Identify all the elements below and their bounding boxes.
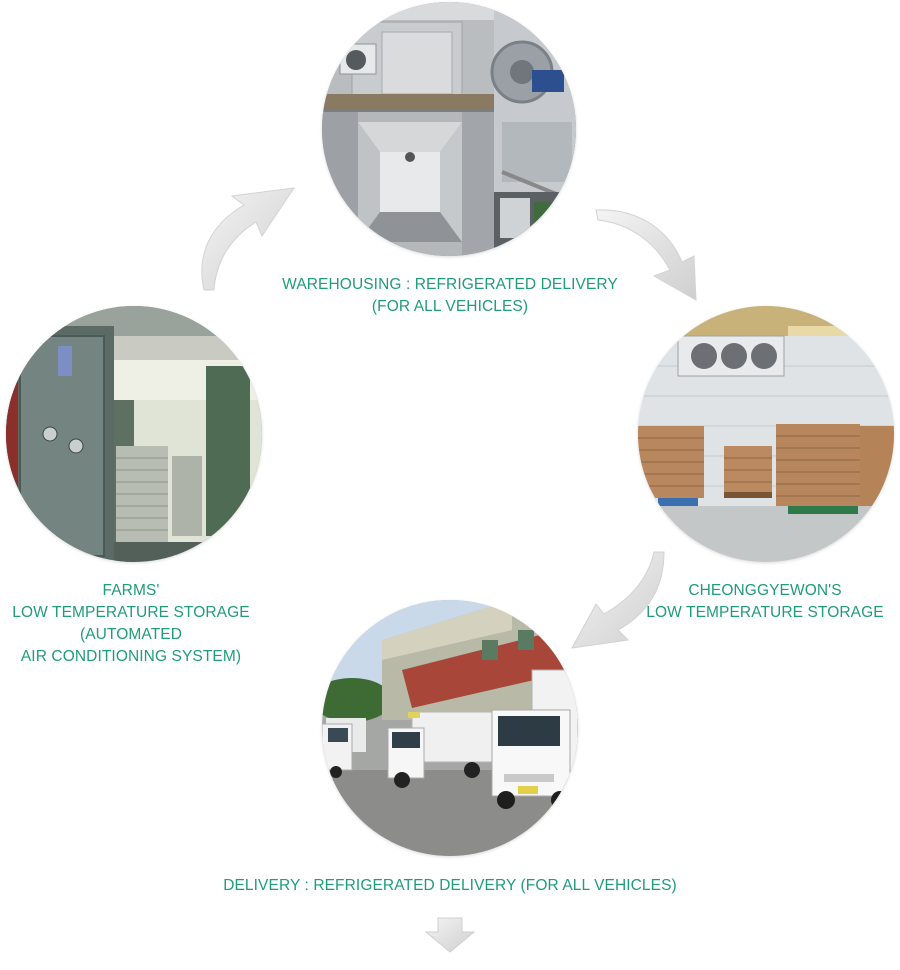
cold-storage-caption-line-1: CHEONGGYEWON'S (688, 582, 842, 599)
cold-storage-photo (638, 306, 894, 562)
delivery-caption-line-1: DELIVERY : REFRIGERATED DELIVERY (FOR AL… (223, 877, 677, 894)
warehousing-caption-line-2: (FOR ALL VEHICLES) (371, 298, 529, 315)
farm-storage-caption-line-3: (AUTOMATED (79, 626, 183, 643)
farm-storage-caption-line-1: FARMS' (102, 582, 160, 599)
farm-storage-caption: FARMS' LOW TEMPERATURE STORAGE (AUTOMATE… (0, 580, 262, 668)
down-arrow-icon (424, 917, 476, 953)
warehousing-caption: WAREHOUSING : REFRIGERATED DELIVERY (FOR… (250, 274, 650, 318)
warehousing-photo (322, 2, 576, 256)
delivery-photo (322, 600, 578, 856)
cold-storage-caption: CHEONGGYEWON'S LOW TEMPERATURE STORAGE (620, 580, 900, 624)
cold-storage-caption-line-2: LOW TEMPERATURE STORAGE (646, 604, 884, 621)
farm-storage-photo (6, 306, 262, 562)
delivery-caption: DELIVERY : REFRIGERATED DELIVERY (FOR AL… (150, 875, 750, 897)
farm-storage-caption-line-4: AIR CONDITIONING SYSTEM) (20, 648, 242, 665)
farm-storage-caption-line-2: LOW TEMPERATURE STORAGE (12, 604, 250, 621)
warehousing-caption-line-1: WAREHOUSING : REFRIGERATED DELIVERY (282, 276, 618, 293)
